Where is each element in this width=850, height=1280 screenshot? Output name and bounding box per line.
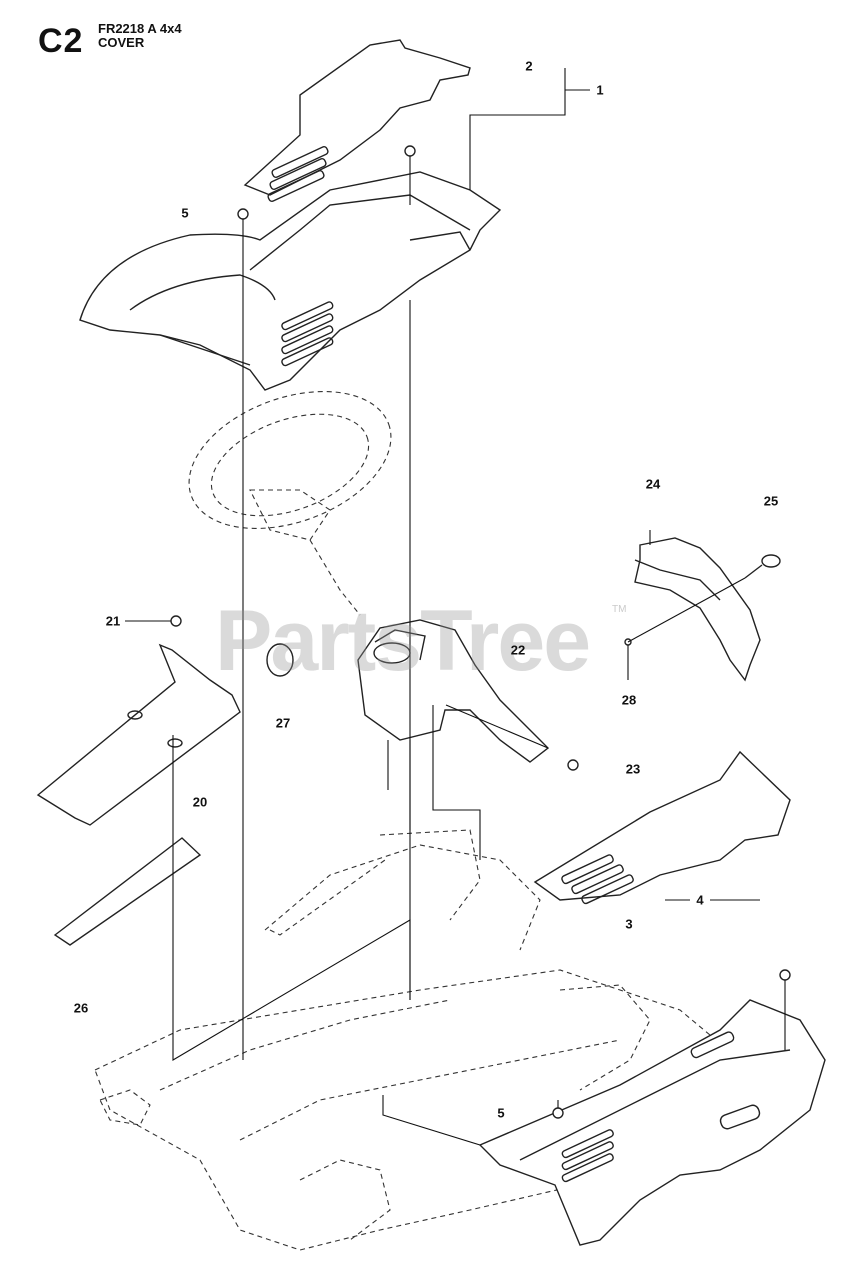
callout-25: 27	[275, 715, 291, 731]
watermark: PartsTree	[215, 593, 591, 689]
callout-27: 25	[763, 493, 779, 509]
part-3-floor-mat	[533, 750, 791, 905]
callout-5-top: 5	[181, 205, 189, 221]
callout-26: 24	[645, 476, 661, 492]
callout-2: 2	[525, 58, 533, 74]
part-26-bracket-cover	[634, 537, 761, 682]
part-4-lower-cover	[478, 999, 826, 1246]
part-1-upper-cover	[79, 171, 502, 391]
part-5-screw-top	[237, 145, 416, 220]
part-5-screw-bottom	[552, 969, 791, 1119]
callout-5-bottom: 5	[497, 1105, 505, 1121]
callout-20: 20	[192, 794, 208, 810]
callout-21: 26	[73, 1000, 89, 1016]
callout-23: 22	[510, 642, 526, 658]
part-2-floor-mat	[243, 39, 471, 203]
part-25-cap	[266, 643, 294, 677]
leader-lines	[125, 68, 786, 1146]
callout-3: 3	[625, 916, 633, 932]
model-number: FR2218 A 4x4	[98, 21, 182, 36]
callout-28: 28	[621, 692, 637, 708]
callout-1: 1	[596, 82, 604, 98]
part-20-side-panel	[36, 643, 241, 826]
part-21-strip	[53, 837, 202, 946]
part-27-key	[744, 554, 781, 579]
callout-24: 23	[625, 761, 641, 777]
section-code: C2	[38, 22, 84, 60]
watermark-trademark: TM	[612, 604, 627, 615]
steering-wheel	[188, 391, 392, 616]
diagram-subtitle: COVER	[98, 35, 145, 50]
callout-4: 4	[696, 892, 704, 908]
part-24-screw	[567, 759, 579, 771]
part-22-screw	[170, 615, 182, 627]
callout-22: 21	[105, 613, 121, 629]
